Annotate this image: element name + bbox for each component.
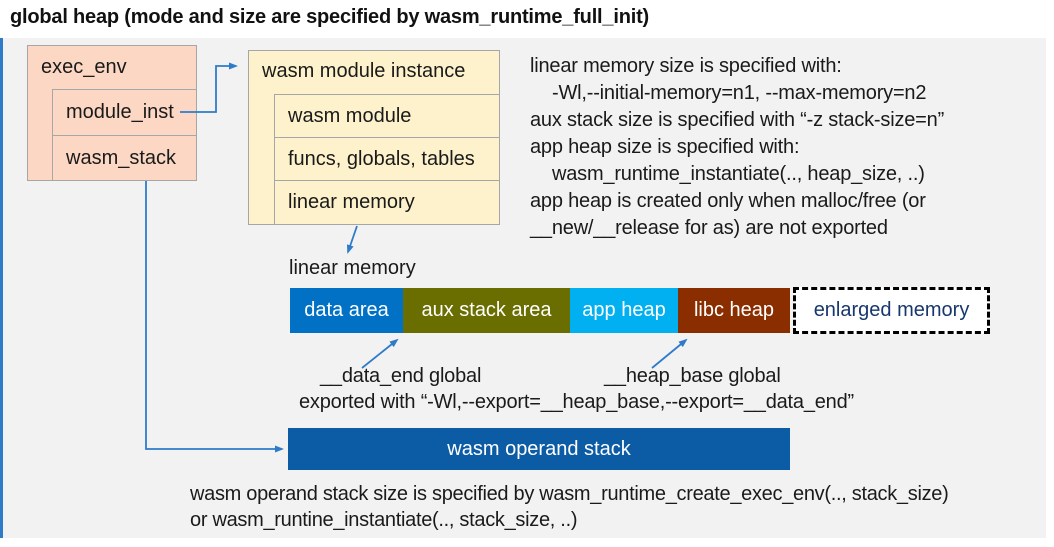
module-instance-row-linear-memory: linear memory [274,180,500,225]
memory-segment-app-heap: app heap [570,288,678,333]
wasm-stack-label: wasm_stack [66,146,177,169]
exec-env-row-module-inst: module_inst [52,89,197,136]
operand-stack-bar: wasm operand stack [288,428,790,470]
aux-stack-area-label: aux stack area [421,299,552,321]
linear-memory-row-label: linear memory [288,191,415,213]
note-line: __new/__release for as) are not exported [530,217,888,239]
memory-segment-libc-heap: libc heap [678,288,790,333]
operand-stack-label: wasm operand stack [447,437,631,460]
note-line: -Wl,--initial-memory=n1, --max-memory=n2 [552,82,927,104]
module-instance-title: wasm module instance [262,60,466,82]
note-line: aux stack size is specified with “-z sta… [530,109,945,131]
annotation-data-end: __data_end global [320,365,482,387]
module-instance-row-funcs-globals-tables: funcs, globals, tables [274,137,500,181]
module-inst-label: module_inst [66,101,174,123]
annotation-heap-base: __heap_base global [604,365,781,387]
memory-segment-aux-stack-area: aux stack area [403,288,570,333]
notes-right: linear memory size is specified with: -W… [530,53,1045,242]
note-line: wasm_runtime_instantiate(.., heap_size, … [552,163,925,185]
data-area-label: data area [304,299,389,321]
note-line: app heap is created only when malloc/fre… [530,190,926,212]
libc-heap-label: libc heap [693,299,775,321]
note-line: linear memory size is specified with: [530,55,842,77]
memory-segment-data-area: data area [290,288,403,333]
annotation-exported: exported with “-Wl,--export=__heap_base,… [299,391,854,413]
notes-bottom: wasm operand stack size is specified by … [190,481,1050,533]
exec-env-row-wasm-stack: wasm_stack [52,135,197,181]
module-instance-row-wasm-module: wasm module [274,94,500,138]
memory-segment-enlarged-memory: enlarged memory [793,287,990,334]
exec-env-title: exec_env [41,56,127,78]
note-line: or wasm_runtine_instantiate(.., stack_si… [190,509,578,531]
enlarged-memory-label: enlarged memory [813,299,970,321]
note-line: app heap size is specified with: [530,136,800,158]
note-line: wasm operand stack size is specified by … [190,483,949,505]
app-heap-label: app heap [582,299,666,321]
wasm-module-label: wasm module [288,104,412,127]
funcs-globals-tables-label: funcs, globals, tables [288,147,475,170]
diagram-title: global heap (mode and size are specified… [10,6,649,28]
linear-memory-label: linear memory [289,257,416,279]
